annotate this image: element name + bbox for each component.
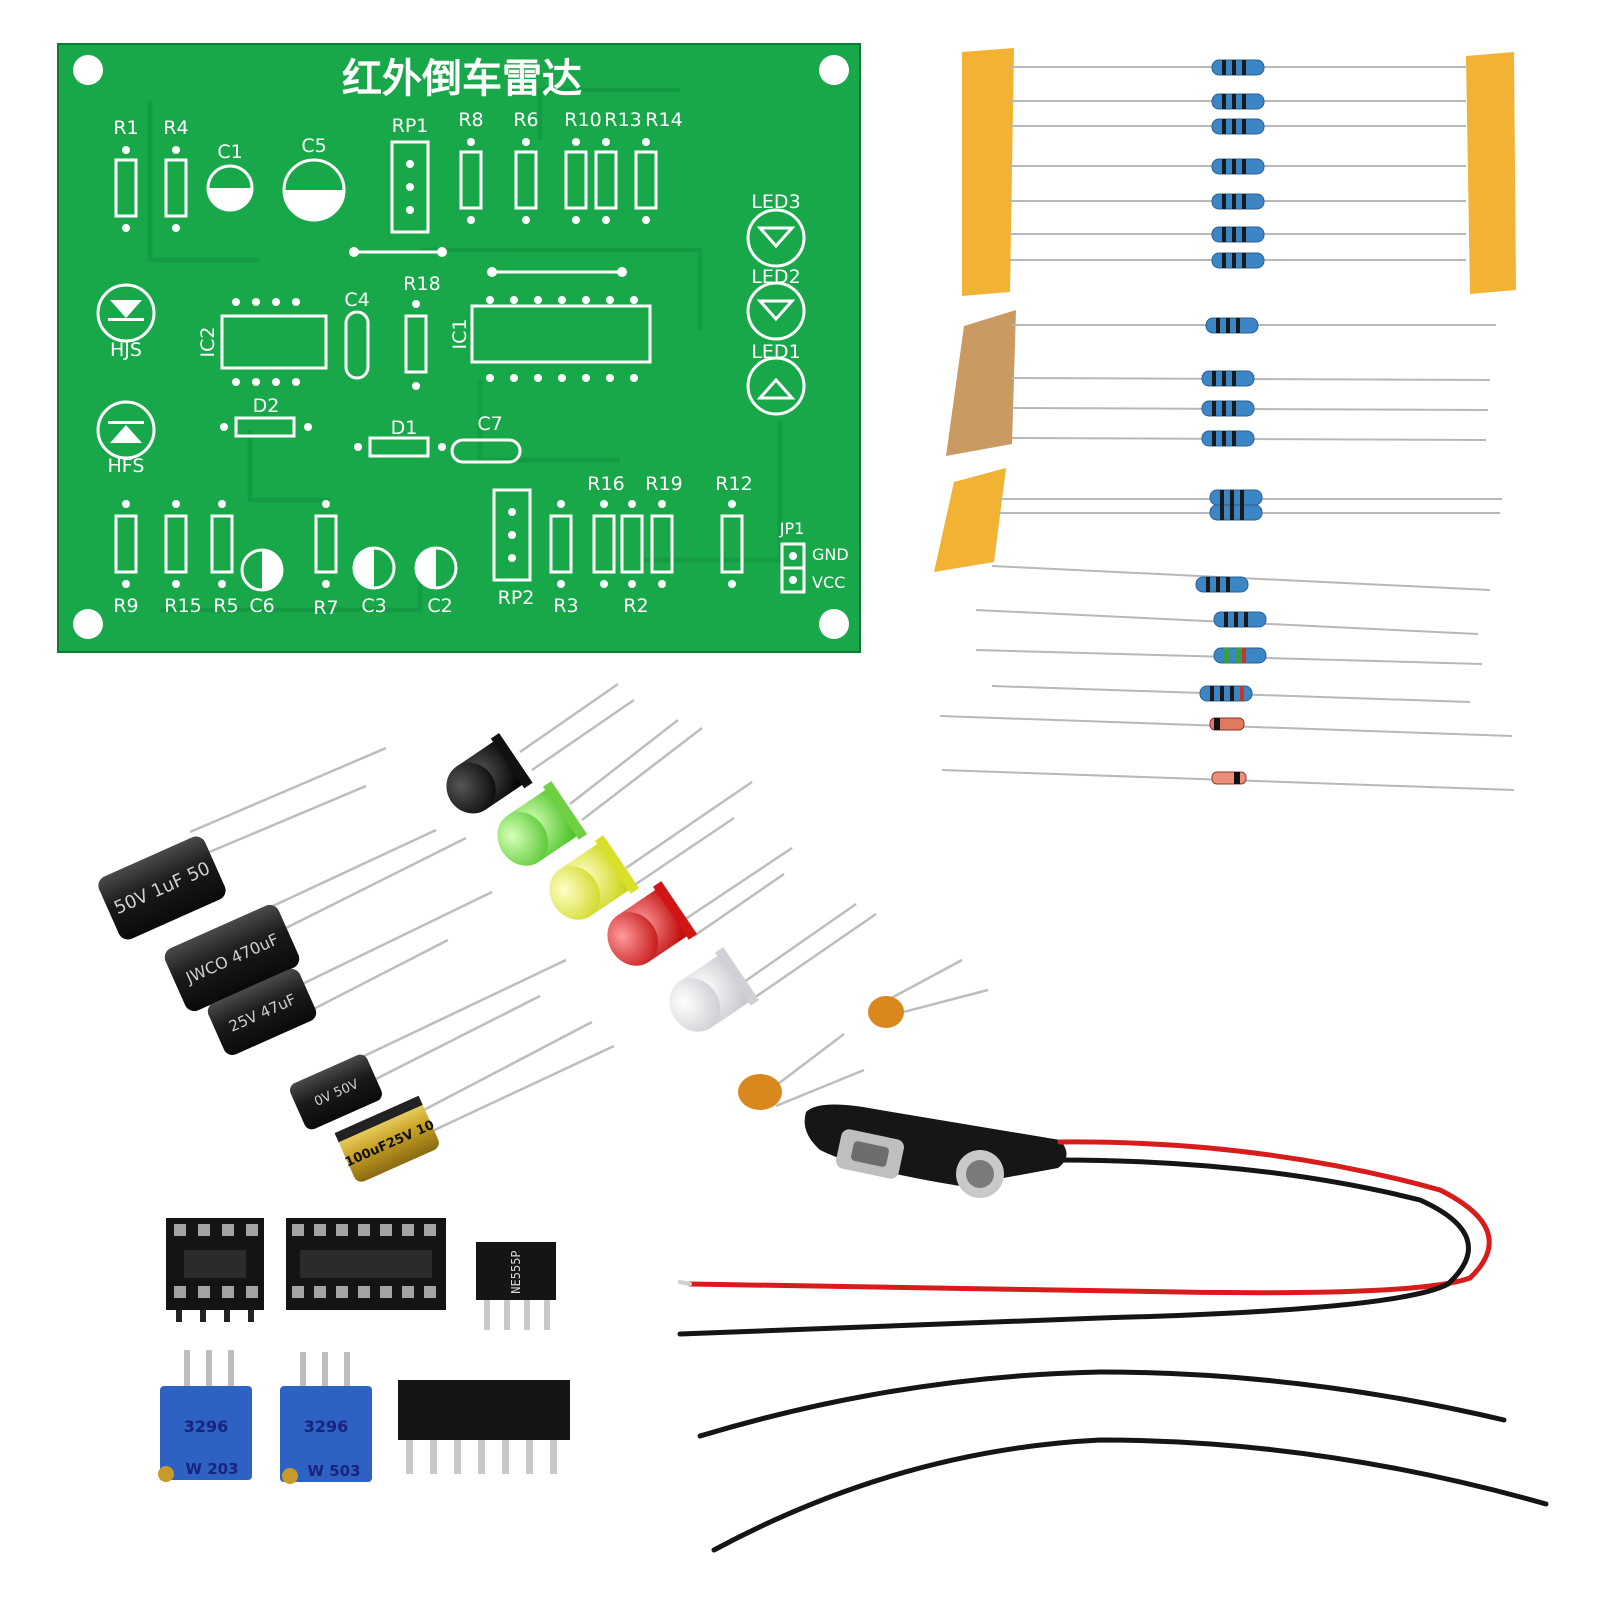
label-d2: D2	[253, 395, 280, 417]
label-r7: R7	[313, 597, 338, 619]
green-led	[497, 781, 588, 866]
electrolytic-capacitors: 50V 1uF 50 JWCO 470uF 25V 47uF 0V 50V 10…	[98, 746, 615, 1182]
label-c6: C6	[249, 595, 274, 617]
label-r5: R5	[213, 595, 238, 617]
label-ic1: IC1	[449, 319, 471, 350]
pcb-title: 红外倒车雷达	[342, 56, 582, 102]
battery-clip	[804, 1104, 1067, 1198]
label-ic2: IC2	[197, 327, 219, 358]
label-c2: C2	[427, 595, 452, 617]
label-r3: R3	[553, 595, 578, 617]
label-r12: R12	[715, 473, 752, 495]
label-c3: C3	[361, 595, 386, 617]
label-r14: R14	[645, 109, 682, 131]
clear-ir-led	[669, 947, 760, 1032]
label-r10: R10	[564, 109, 601, 131]
label-r15: R15	[164, 595, 201, 617]
ne555-marking: NE555P	[509, 1250, 523, 1293]
mounting-hole	[73, 609, 103, 639]
ceramic-capacitors	[738, 958, 989, 1110]
pcb-board: 红外倒车雷达	[57, 43, 861, 653]
dip14-chip	[398, 1380, 570, 1474]
trim-pot-50k: 3296 W 503	[280, 1352, 372, 1484]
yellow-led	[549, 835, 640, 920]
label-c1: C1	[217, 141, 242, 163]
mounting-hole	[819, 609, 849, 639]
label-d1: D1	[391, 417, 418, 439]
label-hfs: HFS	[108, 455, 145, 477]
label-r13: R13	[604, 109, 641, 131]
label-r8: R8	[458, 109, 483, 131]
label-r6: R6	[513, 109, 538, 131]
pot1-marking: W 203	[185, 1460, 238, 1478]
signal-diodes	[1209, 717, 1247, 785]
label-r18: R18	[403, 273, 440, 295]
wires	[677, 1139, 1549, 1553]
label-c4: C4	[344, 289, 369, 311]
pot2-brand: 3296	[304, 1417, 349, 1436]
ne555-chip: NE555P	[476, 1242, 556, 1330]
label-hjs: HJS	[110, 339, 142, 361]
ic-socket-14pin	[286, 1218, 446, 1310]
ir-black-led	[446, 732, 533, 814]
label-c7: C7	[477, 413, 502, 435]
resistor-bodies	[1195, 59, 1267, 702]
ic-socket-8pin	[166, 1218, 264, 1322]
label-led2: LED2	[751, 266, 800, 288]
label-r19: R19	[645, 473, 682, 495]
label-led3: LED3	[751, 191, 800, 213]
mounting-hole	[73, 55, 103, 85]
label-r1: R1	[113, 117, 138, 139]
leds	[446, 682, 877, 1032]
label-r2: R2	[623, 595, 648, 617]
label-led1: LED1	[751, 341, 800, 363]
red-led	[607, 881, 698, 966]
label-jp1: JP1	[779, 519, 805, 538]
label-r9: R9	[113, 595, 138, 617]
label-r16: R16	[587, 473, 624, 495]
label-r4: R4	[163, 117, 188, 139]
mounting-hole	[819, 55, 849, 85]
trim-pot-20k: 3296 W 203	[158, 1350, 252, 1482]
label-rp2: RP2	[498, 587, 535, 609]
label-gnd: GND	[812, 545, 849, 564]
label-vcc: VCC	[812, 573, 845, 592]
label-c5: C5	[301, 135, 326, 157]
label-rp1: RP1	[392, 115, 429, 137]
pot1-brand: 3296	[184, 1417, 229, 1436]
pot2-marking: W 503	[307, 1462, 360, 1480]
